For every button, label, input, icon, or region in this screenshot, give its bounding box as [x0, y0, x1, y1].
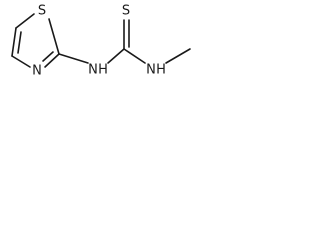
chemical-structure-diagram: S N S N H N H: [11, 4, 191, 79]
bond-c2-s1: [48, 18, 60, 55]
atom-nh-right-hydrogen: H: [156, 63, 166, 78]
atom-thioxo-sulfur: S: [122, 4, 130, 19]
bond-nh-c: [107, 48, 125, 64]
bond-c5-c4-double: [17, 31, 22, 54]
bond-n3-c2-double: [42, 51, 54, 62]
bond-nh2-methyl: [165, 48, 191, 64]
atom-ring-nitrogen: N: [32, 64, 42, 79]
atom-nh-left-nitrogen: N: [88, 63, 98, 78]
bond-c5-c4: [11, 27, 17, 57]
thiourea-chain: [58, 19, 191, 64]
bond-s1-c5: [15, 13, 35, 29]
bond-c4-n3: [11, 55, 31, 68]
atom-ring-sulfur: S: [38, 4, 46, 19]
bond-n3-c2: [44, 53, 60, 68]
atom-nh-left-hydrogen: H: [98, 63, 108, 78]
bond-c-nh2: [123, 48, 146, 64]
thiazole-ring: [11, 13, 60, 68]
bond-c2-nh: [58, 53, 89, 64]
atom-nh-right-nitrogen: N: [146, 63, 156, 78]
